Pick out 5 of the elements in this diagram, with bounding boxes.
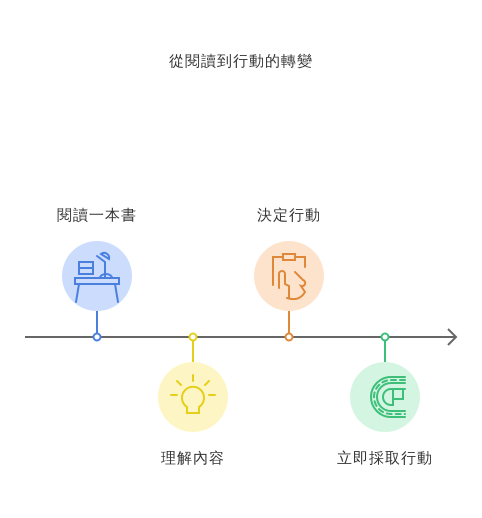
step-label: 決定行動 bbox=[257, 206, 321, 225]
title: 從閱讀到行動的轉變 bbox=[168, 52, 314, 71]
step-label: 立即採取行動 bbox=[337, 449, 433, 468]
step-label: 閱讀一本書 bbox=[57, 206, 137, 225]
step-label: 理解內容 bbox=[161, 449, 225, 468]
